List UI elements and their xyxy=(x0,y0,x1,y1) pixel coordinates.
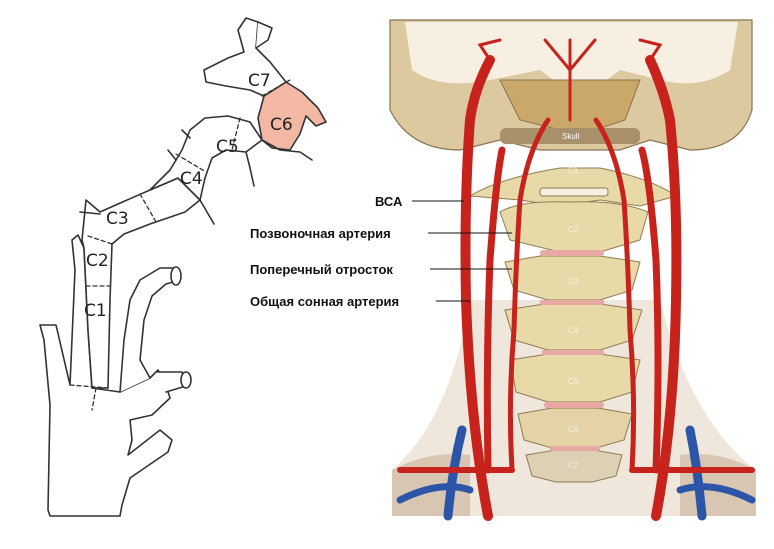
segment-label-c2: C2 xyxy=(86,251,109,271)
basilar-branches xyxy=(477,38,663,122)
neck-anatomy-illustration: Skull C1 C2 C3 C4 C5 C6 C7 xyxy=(250,19,756,521)
carotid-arteries xyxy=(397,38,755,521)
vertebral-artery-right xyxy=(593,117,637,473)
vertebra-label-c7: C7 xyxy=(568,461,579,470)
ica-cervical-column xyxy=(81,177,201,389)
c3-branch xyxy=(199,199,215,225)
segment-label-c6: C6 xyxy=(270,115,293,135)
segment-label-c5: C5 xyxy=(216,137,239,157)
carotid-bulb xyxy=(39,234,173,517)
c5-branch-right xyxy=(261,139,313,161)
external-carotid-left xyxy=(483,146,506,474)
segment-label-c1: C1 xyxy=(84,301,107,321)
c5-branch-down xyxy=(245,151,255,187)
segment-label-c3: C3 xyxy=(106,209,129,229)
ica-c7-segment xyxy=(203,17,287,97)
internal-carotid-right xyxy=(645,55,682,521)
vertebra-labels: C1 C2 C3 C4 C5 C6 C7 xyxy=(568,166,579,470)
callout-leaders xyxy=(412,200,512,302)
lower-branch-end xyxy=(180,371,192,389)
c2-branch xyxy=(79,211,101,215)
callout-labels: ВСА Позвоночная артерия Поперечный отрос… xyxy=(250,194,403,309)
vertebra-label-c3: C3 xyxy=(568,277,579,286)
ica-segment-labels: C1 C2 C3 C4 C5 C6 C7 xyxy=(84,71,293,321)
vertebra-label-c5: C5 xyxy=(568,377,579,386)
segment-label-c7: C7 xyxy=(248,71,271,91)
vertebral-artery-left xyxy=(507,117,551,473)
callout-transverse-process: Поперечный отросток xyxy=(250,262,393,277)
c7-stump xyxy=(255,21,273,49)
skull-label: Skull xyxy=(562,132,580,141)
internal-carotid-left xyxy=(460,55,495,521)
callout-ica: ВСА xyxy=(375,194,403,209)
branch-stump xyxy=(170,266,182,286)
callout-common-carotid: Общая сонная артерия xyxy=(250,294,399,309)
ica-segment-schematic xyxy=(39,17,327,517)
segment-label-c4: C4 xyxy=(180,169,203,189)
callout-vertebral-artery: Позвоночная артерия xyxy=(250,226,391,241)
external-carotid-right xyxy=(638,146,662,474)
vertebra-label-c2: C2 xyxy=(568,225,579,234)
c4-branch-2 xyxy=(181,129,191,139)
vertebra-label-c6: C6 xyxy=(568,425,579,434)
vertebra-label-c1: C1 xyxy=(568,166,579,175)
c4-branch xyxy=(167,149,177,161)
vertebra-label-c4: C4 xyxy=(568,326,579,335)
